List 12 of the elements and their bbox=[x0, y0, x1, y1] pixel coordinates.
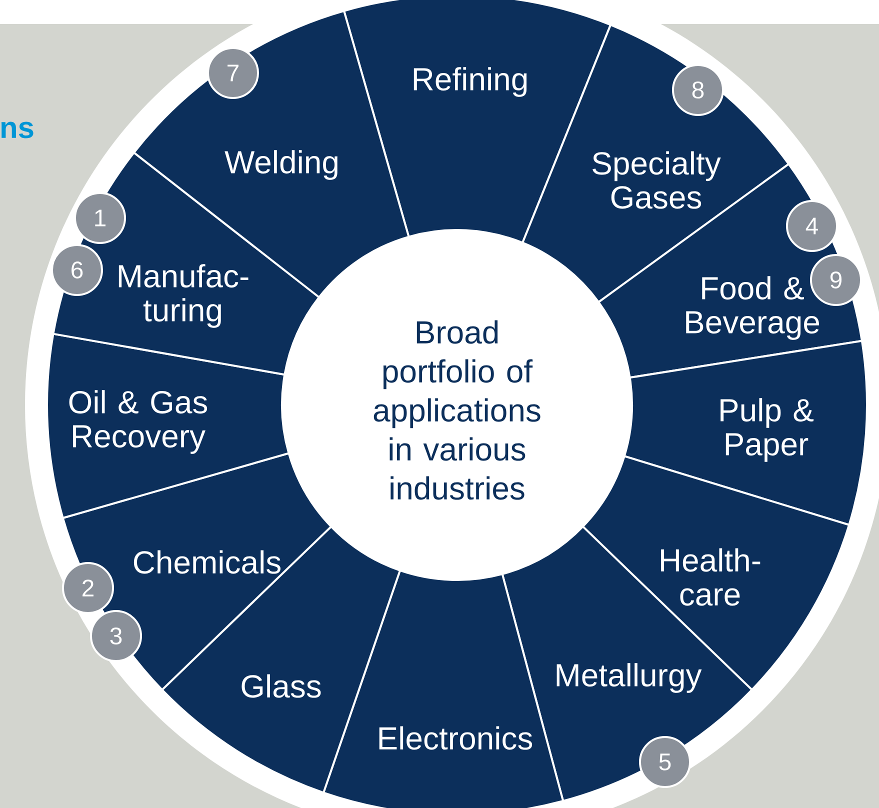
callout-number: 4 bbox=[786, 200, 838, 252]
heading-fragment: ns bbox=[1, 122, 34, 138]
wheel-sector: Pulp & Paper bbox=[623, 340, 868, 526]
callout-number: 5 bbox=[639, 736, 691, 788]
callout-number: 2 bbox=[62, 562, 114, 614]
callout-number: 3 bbox=[90, 610, 142, 662]
callout-number: 1 bbox=[74, 192, 126, 244]
callout-number: 8 bbox=[672, 64, 724, 116]
wheel-sector: Oil & Gas Recovery bbox=[46, 332, 290, 519]
callout-number: 9 bbox=[810, 254, 862, 306]
callout-number: 6 bbox=[51, 244, 103, 296]
callout-number: 7 bbox=[207, 47, 259, 99]
